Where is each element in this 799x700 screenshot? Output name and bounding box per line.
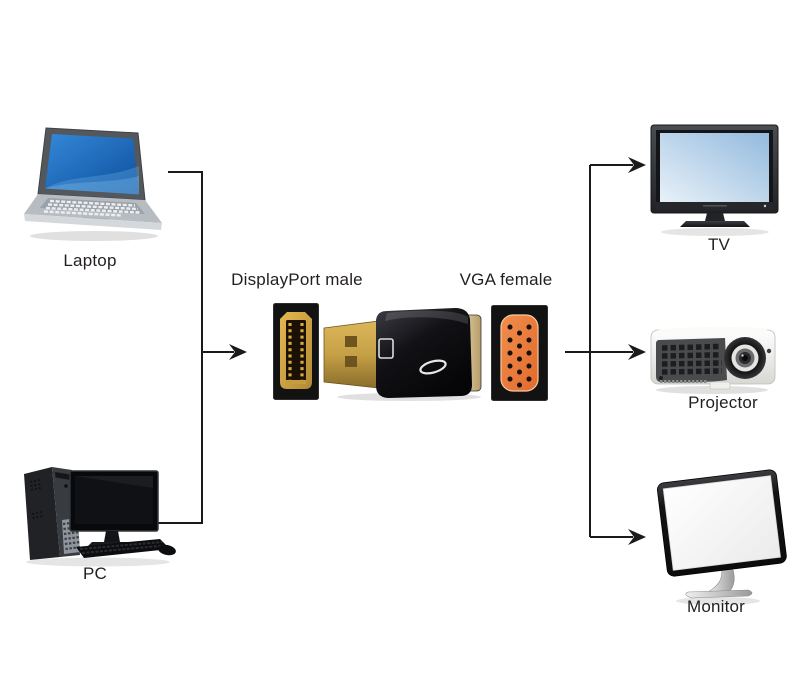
tv-image	[650, 124, 779, 236]
projector-image	[650, 326, 776, 394]
laptop-keyboard	[40, 198, 145, 214]
pc-monitor-stand	[104, 531, 120, 542]
monitor-stand-base	[685, 589, 753, 599]
adapter-logo	[419, 359, 447, 375]
pc-mouse	[158, 544, 176, 556]
displayport-label: DisplayPort male	[231, 270, 363, 289]
monitor-label: Monitor	[686, 597, 746, 616]
vga-dsub-shell	[500, 314, 539, 392]
monitor-image	[656, 469, 787, 605]
tv-stand-neck	[705, 213, 725, 221]
vga-female-connector	[491, 305, 548, 401]
laptop-screen	[45, 134, 139, 195]
arrowhead-to-adapter	[229, 344, 247, 360]
tv-screen	[660, 133, 769, 202]
laptop-label: Laptop	[63, 251, 117, 270]
adapter-mode-window	[378, 338, 394, 359]
pc-image	[24, 467, 176, 567]
arrowhead-to-projector	[628, 344, 646, 360]
projector-label: Projector	[688, 393, 758, 412]
arrowhead-to-monitor	[628, 529, 646, 545]
laptop-image	[24, 127, 162, 241]
adapter-body	[376, 308, 472, 398]
laptop-front-edge	[24, 214, 162, 230]
adapter-dp-plug	[323, 320, 380, 389]
projector-foot	[709, 381, 731, 390]
monitor-screen	[662, 475, 781, 571]
pc-label: PC	[82, 564, 108, 583]
tv-label: TV	[707, 235, 731, 254]
vga-label: VGA female	[459, 270, 553, 289]
tv-stand-base	[680, 221, 750, 227]
displayport-male-connector	[273, 303, 319, 400]
adapter-image	[323, 308, 482, 401]
arrowhead-to-tv	[628, 157, 646, 173]
displayport-pin-slot	[286, 320, 306, 382]
line-laptop-pc-junction	[158, 171, 203, 524]
